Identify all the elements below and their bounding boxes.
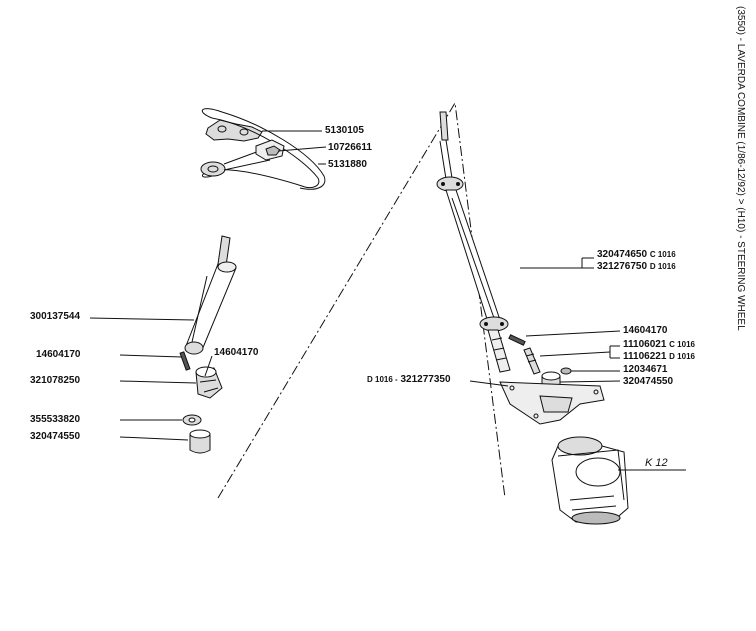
- label-column-d-number: 321276750: [597, 261, 648, 272]
- bushing-drawing: [189, 429, 211, 454]
- label-bushing-right: 320474550: [623, 376, 674, 387]
- hub-cap-drawing: [205, 119, 263, 142]
- label-bolt-c-suffix: C 1016: [669, 340, 695, 349]
- group-boundary: [217, 101, 506, 499]
- label-column-c: 320474650 C 1016: [597, 249, 676, 261]
- label-column-c-suffix: C 1016: [649, 250, 676, 259]
- washer-drawing: [182, 414, 202, 426]
- label-bracket-prefix: D 1016 -: [367, 375, 398, 384]
- label-reference-k12: K 12: [645, 457, 668, 469]
- diagram-title: (3550) - LAVERDA COMBINE (1/86-12/92) > …: [735, 6, 746, 331]
- label-bracket-number: 321277350: [400, 374, 451, 385]
- upper-column-end-drawing: [436, 111, 464, 192]
- steering-column-drawing: [445, 189, 511, 373]
- universal-joint-drawing: [195, 366, 223, 399]
- label-steering-shaft: 300137544: [30, 311, 81, 322]
- steering-wheel-drawing: [200, 108, 326, 190]
- label-column-c-number: 320474650: [597, 249, 648, 260]
- label-bolt-d-number: 11106221: [623, 351, 667, 362]
- label-nut: 12034671: [623, 364, 668, 375]
- label-column-d-suffix: D 1016: [649, 262, 676, 271]
- bracket-drawing: [499, 381, 605, 425]
- steering-shaft-drawing: [184, 235, 237, 355]
- label-roll-pin-right: 14604170: [623, 325, 668, 336]
- label-universal-joint: 321078250: [30, 375, 81, 386]
- roll-pin-right-drawing: [508, 334, 526, 346]
- steering-unit-drawing: [551, 436, 629, 525]
- label-hub-nut: 10726611: [328, 142, 372, 153]
- label-bracket: D 1016 - 321277350: [367, 374, 451, 386]
- label-roll-pin-upper: 14604170: [36, 349, 81, 360]
- label-column-d: 321276750 D 1016: [597, 261, 676, 273]
- label-bolt-c-number: 11106021: [623, 339, 667, 350]
- label-bolt-d: 11106221 D 1016: [623, 351, 695, 363]
- diagram-title-container: (3550) - LAVERDA COMBINE (1/86-12/92) > …: [732, 6, 748, 366]
- roll-pin-upper-drawing: [179, 351, 191, 371]
- label-steering-wheel: 5131880: [328, 159, 367, 170]
- nut-drawing: [560, 367, 572, 375]
- label-roll-pin-lower: 14604170: [214, 347, 259, 358]
- label-hub-cap: 5130105: [325, 125, 364, 136]
- bolt-drawing: [523, 347, 541, 375]
- label-washer: 355533820: [30, 414, 81, 425]
- label-bushing: 320474550: [30, 431, 81, 442]
- label-bolt-d-suffix: D 1016: [669, 352, 695, 361]
- label-bolt-c: 11106021 C 1016: [623, 339, 695, 351]
